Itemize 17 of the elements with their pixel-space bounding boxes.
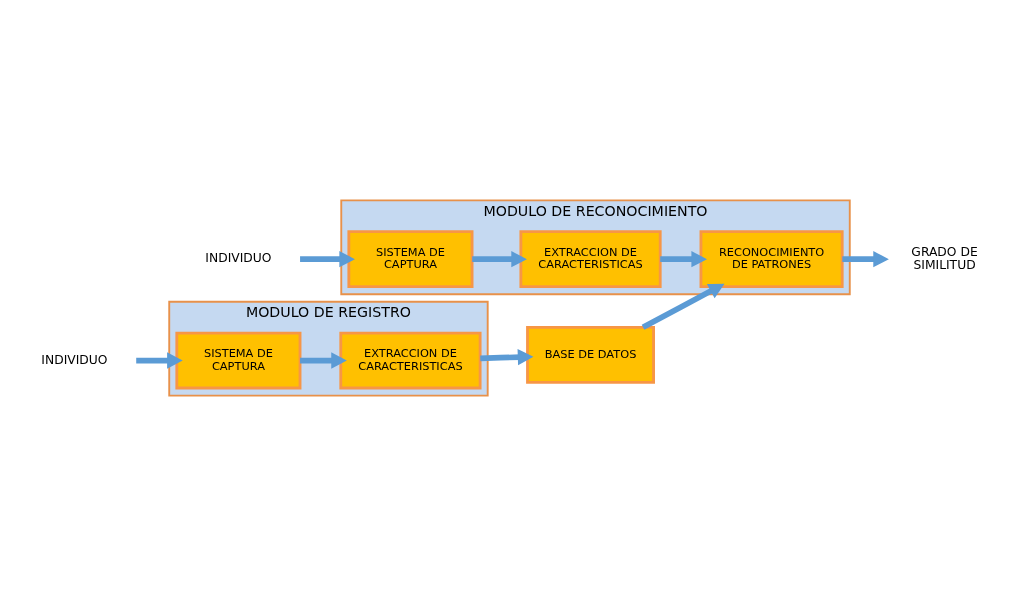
- node-text: GRADO DE SIMILITUD: [911, 244, 978, 272]
- node-text: INDIVIDUO: [41, 352, 108, 367]
- arrow: [136, 352, 183, 369]
- arrow: [641, 283, 725, 330]
- node-box: SISTEMA DE CAPTURA: [347, 230, 474, 289]
- arrow: [300, 352, 347, 369]
- arrow: [480, 348, 534, 366]
- arrow: [300, 250, 355, 268]
- node-box: EXTRACCION DE CARACTERISTICAS: [339, 331, 482, 390]
- arrow: [660, 250, 707, 268]
- node-box: SISTEMA DE CAPTURA: [175, 331, 302, 390]
- node-box: BASE DE DATOS: [526, 325, 655, 384]
- node-text: INDIVIDUO: [205, 251, 272, 266]
- arrow: [842, 250, 889, 268]
- arrow: [472, 250, 527, 268]
- node-box: RECONOCIMIENTO DE PATRONES: [699, 230, 844, 289]
- node-box: EXTRACCION DE CARACTERISTICAS: [519, 230, 662, 289]
